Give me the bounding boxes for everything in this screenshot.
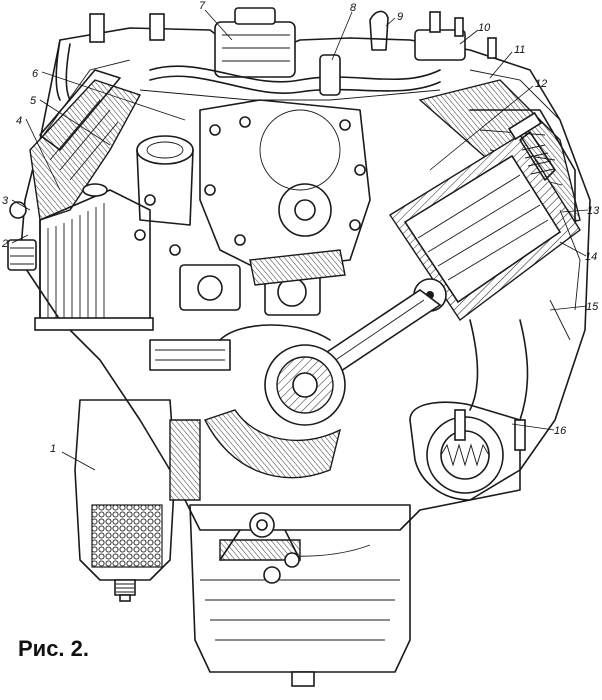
callout-2: 2 [1,238,8,250]
left-top-fittings [55,13,165,101]
oil-pump [149,264,241,371]
water-outlet [136,135,194,226]
callout-6: 6 [32,68,39,80]
figure-caption: Рис. 2. [18,636,90,661]
callout-16: 16 [554,425,567,437]
callout-4: 4 [16,115,22,127]
callout-8: 8 [350,2,357,14]
starter-housing [409,401,526,501]
callout-3: 3 [2,195,9,207]
centrifugal-oil-filter [34,183,154,331]
callout-5: 5 [30,95,37,107]
oil-pan [189,504,411,687]
callout-12: 12 [535,78,547,90]
right-side-brackets [469,209,581,421]
crankshaft [204,324,346,479]
fine-oil-filter [74,399,201,602]
callout-11: 11 [514,44,525,56]
timing-cover-bolts [134,116,366,256]
timing-cover [134,99,371,271]
oil-pickup [219,512,301,584]
valve-spring [507,111,556,181]
piston-pin-left [249,249,346,316]
callout-15: 15 [586,301,599,313]
callout-9: 9 [397,11,403,23]
callout-14: 14 [585,251,597,263]
intake-manifold [149,7,497,96]
callout-1: 1 [50,443,56,455]
callout-13: 13 [587,205,600,217]
callout-7: 7 [199,0,206,12]
callouts: 1 2 3 4 5 6 7 8 9 10 11 12 13 [1,0,600,471]
callout-10: 10 [478,22,491,34]
